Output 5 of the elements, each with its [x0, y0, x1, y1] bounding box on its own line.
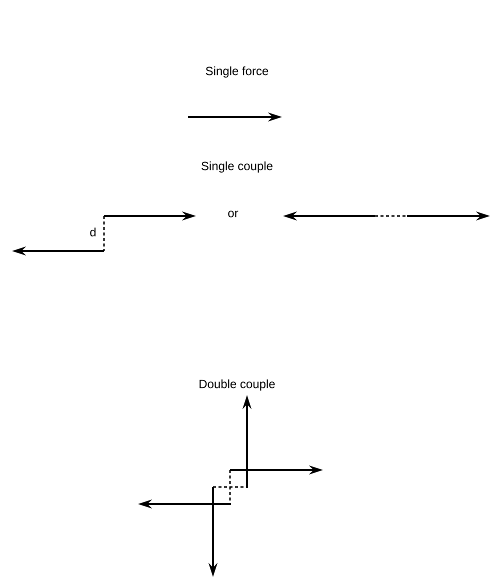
section-title: Single couple: [202, 161, 272, 173]
conjunction-text: or: [228, 210, 238, 218]
section-title: Double couple: [200, 379, 275, 391]
section-title: Single force: [206, 66, 268, 78]
distance-label: d: [90, 228, 96, 236]
